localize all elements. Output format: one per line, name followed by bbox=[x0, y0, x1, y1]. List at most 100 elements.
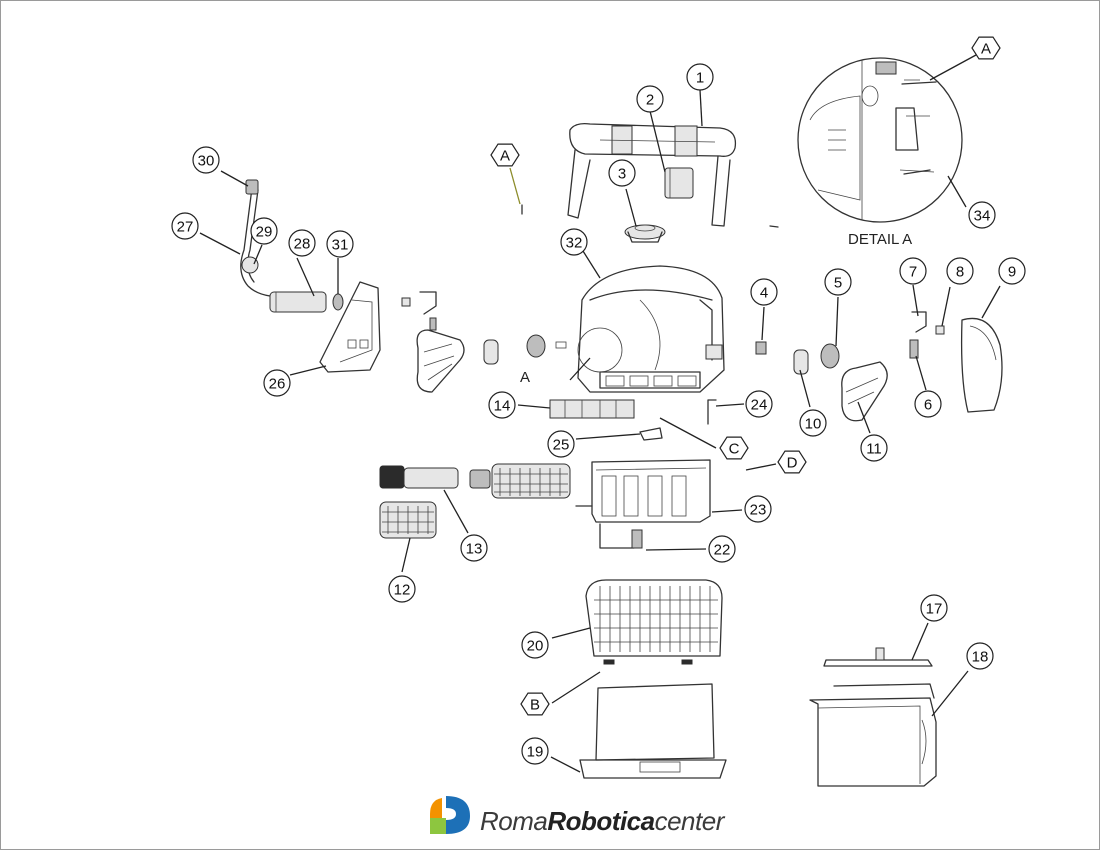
part-power-supply bbox=[809, 647, 937, 787]
callout-shape bbox=[490, 143, 520, 167]
callout-label: 1 bbox=[696, 70, 704, 87]
callout-shape bbox=[263, 369, 291, 397]
callout-shape bbox=[288, 229, 316, 257]
callout-11: 11 bbox=[860, 434, 888, 462]
callout-shape bbox=[326, 230, 354, 258]
callout-shape bbox=[192, 146, 220, 174]
callout-shape bbox=[460, 534, 488, 562]
callout-label: C bbox=[729, 441, 740, 458]
part-pin-and-key bbox=[707, 341, 767, 425]
callout-label: 12 bbox=[394, 582, 411, 599]
part-handle bbox=[567, 122, 737, 227]
callout-17: 17 bbox=[920, 594, 948, 622]
callout-25: 25 bbox=[547, 430, 575, 458]
callout-shape bbox=[488, 391, 516, 419]
callout-shape bbox=[946, 257, 974, 285]
part-motor bbox=[269, 291, 344, 313]
callout-30: 30 bbox=[192, 146, 220, 174]
callout-shape bbox=[824, 268, 852, 296]
callout-label: 3 bbox=[618, 166, 626, 183]
callout-label: 32 bbox=[566, 235, 583, 252]
callout-shape bbox=[520, 692, 550, 716]
callout-20: 20 bbox=[521, 631, 549, 659]
callout-28: 28 bbox=[288, 229, 316, 257]
callout-23: 23 bbox=[744, 495, 772, 523]
callout-shape bbox=[744, 495, 772, 523]
callout-7: 7 bbox=[899, 257, 927, 285]
callout-label: 9 bbox=[1008, 264, 1016, 281]
part-filter-strip bbox=[549, 399, 635, 419]
callout-shape bbox=[914, 390, 942, 418]
callout-8: 8 bbox=[946, 257, 974, 285]
callout-label: 6 bbox=[924, 397, 932, 414]
callout-label: 23 bbox=[750, 502, 767, 519]
callout-5: 5 bbox=[824, 268, 852, 296]
callout-shape bbox=[521, 737, 549, 765]
callout-shape bbox=[521, 631, 549, 659]
callout-label: 27 bbox=[177, 219, 194, 236]
callout-34: 34 bbox=[968, 201, 996, 229]
callout-label: 7 bbox=[909, 264, 917, 281]
part-brushes bbox=[379, 463, 571, 539]
callout-shape bbox=[250, 217, 278, 245]
callout-label: 29 bbox=[256, 224, 273, 241]
callout-label: 30 bbox=[198, 153, 215, 170]
callout-6: 6 bbox=[914, 390, 942, 418]
callout-1: 1 bbox=[686, 63, 714, 91]
callout-shape bbox=[719, 436, 749, 460]
callout-14: 14 bbox=[488, 391, 516, 419]
callout-12: 12 bbox=[388, 575, 416, 603]
callout-label: 5 bbox=[834, 275, 842, 292]
section-marker-a: A bbox=[520, 357, 591, 386]
part-pump-housing bbox=[575, 459, 711, 549]
callout-label: 31 bbox=[332, 237, 349, 254]
callout-22: 22 bbox=[708, 535, 736, 563]
brand-logo bbox=[430, 796, 470, 834]
callout-label: 18 bbox=[972, 649, 989, 666]
callout-label: 13 bbox=[466, 541, 483, 558]
part-caddy-base bbox=[579, 683, 727, 779]
callout-label: 14 bbox=[494, 398, 511, 415]
callout-shape bbox=[560, 228, 588, 256]
callout-13: 13 bbox=[460, 534, 488, 562]
callout-label: A bbox=[981, 41, 991, 58]
callout-9: 9 bbox=[998, 257, 1026, 285]
part-left-side-plate bbox=[319, 281, 381, 373]
callout-label: 17 bbox=[926, 601, 943, 618]
callout-shape bbox=[968, 201, 996, 229]
callout-shape bbox=[686, 63, 714, 91]
callout-label: A bbox=[500, 148, 510, 165]
callout-shape bbox=[745, 390, 773, 418]
brand-name: RomaRoboticacenter bbox=[480, 806, 726, 836]
callout-label: 8 bbox=[956, 264, 964, 281]
callout-18: 18 bbox=[966, 642, 994, 670]
callout-24: 24 bbox=[745, 390, 773, 418]
part-power-cable bbox=[240, 179, 271, 297]
callout-a-hex: A bbox=[971, 36, 1001, 60]
callout-label: 34 bbox=[974, 208, 991, 225]
callout-2: 2 bbox=[636, 85, 664, 113]
callout-d-hex: D bbox=[777, 450, 807, 474]
callout-label: 11 bbox=[866, 441, 882, 458]
callout-label: 20 bbox=[527, 638, 544, 655]
detail-a-view bbox=[797, 57, 963, 223]
callout-label: 2 bbox=[646, 92, 654, 109]
callout-label: B bbox=[530, 697, 540, 714]
callout-shape bbox=[860, 434, 888, 462]
part-small-screws bbox=[521, 204, 779, 228]
part-right-drive bbox=[755, 311, 1003, 422]
callout-shape bbox=[971, 36, 1001, 60]
callout-a-hex: A bbox=[490, 143, 520, 167]
part-float bbox=[624, 224, 666, 243]
callout-27: 27 bbox=[171, 212, 199, 240]
callout-10: 10 bbox=[799, 409, 827, 437]
callout-29: 29 bbox=[250, 217, 278, 245]
callout-label: 19 bbox=[527, 744, 544, 761]
callout-shape bbox=[708, 535, 736, 563]
leader-lines bbox=[199, 54, 1001, 773]
part-roller bbox=[664, 167, 694, 199]
callout-c-hex: C bbox=[719, 436, 749, 460]
callout-shape bbox=[777, 450, 807, 474]
